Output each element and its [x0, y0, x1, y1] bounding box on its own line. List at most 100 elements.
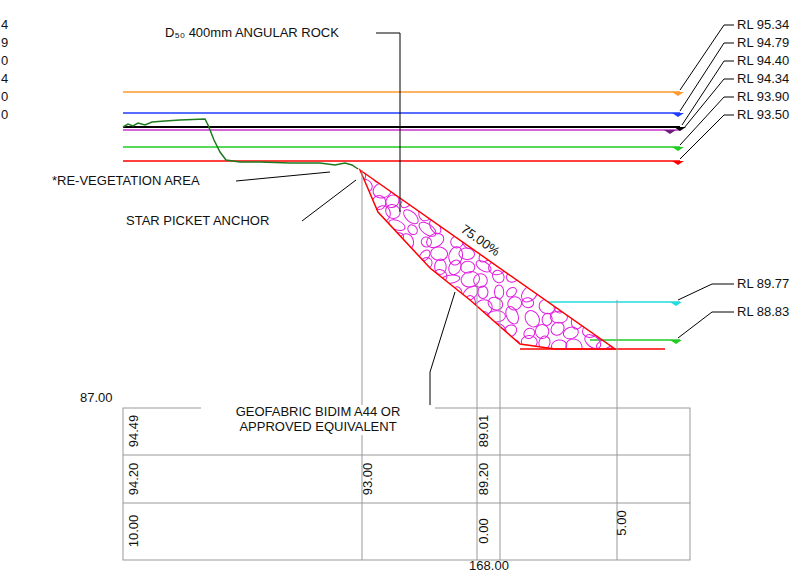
rock-stone [505, 165, 521, 182]
rock-stone [375, 205, 391, 222]
rock-stone [463, 179, 482, 198]
rock-stone [354, 325, 368, 340]
rock-stone [551, 196, 566, 211]
rock-stone [522, 308, 542, 329]
rock-stone [613, 309, 630, 323]
rock-stone [550, 311, 568, 324]
table-cell: 93.00 [361, 463, 376, 496]
rock-stone [475, 196, 488, 208]
rock-stone [522, 221, 535, 232]
rock-stone [474, 325, 493, 338]
rock-stone [606, 322, 624, 339]
rock-stone [492, 218, 513, 239]
rock-stone [608, 243, 626, 260]
rock-stone [550, 258, 571, 278]
rock-stone [609, 163, 627, 182]
rock-stone [508, 338, 521, 350]
rock-stone [566, 216, 586, 237]
rock-stone [551, 266, 569, 288]
rock-stone [459, 269, 481, 289]
rock-stone [416, 196, 437, 212]
rock-stone [606, 206, 625, 225]
rock-stone [523, 180, 542, 202]
rock-stone [355, 334, 371, 350]
rock-stone [442, 165, 463, 183]
rock-stone [609, 335, 627, 356]
ground-profile [123, 119, 358, 169]
rock-stone [371, 249, 384, 263]
rock-stone [480, 171, 492, 183]
callout-text: GEOFABRIC BIDIM A44 OR APPROVED EQUIVALE… [201, 405, 435, 435]
chainage-table [123, 170, 690, 560]
rock-stone [459, 167, 477, 183]
table-cell: 5.00 [615, 510, 630, 535]
rock-stone [388, 273, 404, 291]
rock-stone [478, 286, 488, 299]
rock-stone [420, 170, 434, 184]
rock-stone [389, 257, 406, 274]
rock-stone [531, 179, 552, 200]
rock-stone [431, 306, 452, 325]
level-label: RL 93.90 [737, 90, 789, 105]
rock-stone [595, 259, 611, 275]
rock-stone [509, 211, 522, 222]
rock-stone [533, 269, 548, 285]
rock-stone [597, 308, 619, 331]
table-cell: 0.00 [477, 518, 492, 543]
rock-stone [368, 325, 382, 339]
rock-stone [552, 244, 568, 263]
rock-stone [449, 203, 465, 223]
rock-stone [448, 220, 461, 231]
rock-stone [399, 322, 415, 334]
rock-stone [549, 231, 564, 245]
rock-stone [447, 181, 464, 199]
rock-stone [375, 263, 387, 274]
rock-stone [526, 194, 539, 208]
rock-stone [581, 203, 600, 221]
rock-stone [582, 194, 603, 212]
rock-stone [611, 257, 630, 277]
rock-stone [523, 267, 540, 285]
callout-text: *RE-VEGETATION AREA [50, 174, 202, 189]
rock-stone [383, 305, 406, 327]
rock-stone [444, 193, 457, 204]
rock-stone [401, 282, 424, 305]
level-label: RL 89.77 [737, 277, 789, 292]
rock-stone [577, 255, 594, 272]
edge-fragment: 9 [1, 36, 8, 51]
rock-stone [599, 169, 613, 186]
rock-stone [538, 205, 555, 225]
rock-stone [400, 246, 419, 264]
edge-fragment: 0 [1, 90, 8, 105]
rock-stone [521, 297, 534, 309]
rock-stone [535, 218, 551, 235]
rock-stone [598, 271, 612, 289]
rock-stone [386, 245, 407, 266]
rock-stone [565, 269, 578, 288]
rock-stone [552, 169, 566, 186]
rock-stone [380, 319, 400, 339]
rock-stone [495, 182, 507, 193]
rock-stone [372, 234, 391, 250]
rock-stone [355, 247, 375, 262]
rock-stone [576, 181, 599, 201]
level-markers [664, 92, 686, 344]
rock-stone [373, 301, 387, 315]
rock-stone [505, 294, 523, 312]
rock-stone [504, 219, 518, 237]
rock-stone [520, 167, 534, 182]
rock-stone [426, 321, 448, 343]
rock-stone [417, 176, 433, 197]
rock-stone [566, 298, 587, 314]
rock-stone [580, 271, 594, 285]
rock-stone [454, 193, 476, 210]
rock-stone [580, 167, 595, 183]
rock-stone [491, 339, 510, 353]
rock-stone [506, 244, 522, 260]
rock-stone [425, 194, 445, 212]
level-label: RL 88.83 [737, 305, 789, 320]
rock-stone [432, 206, 450, 223]
edge-fragment: 4 [1, 18, 8, 33]
rock-stone [608, 179, 631, 200]
